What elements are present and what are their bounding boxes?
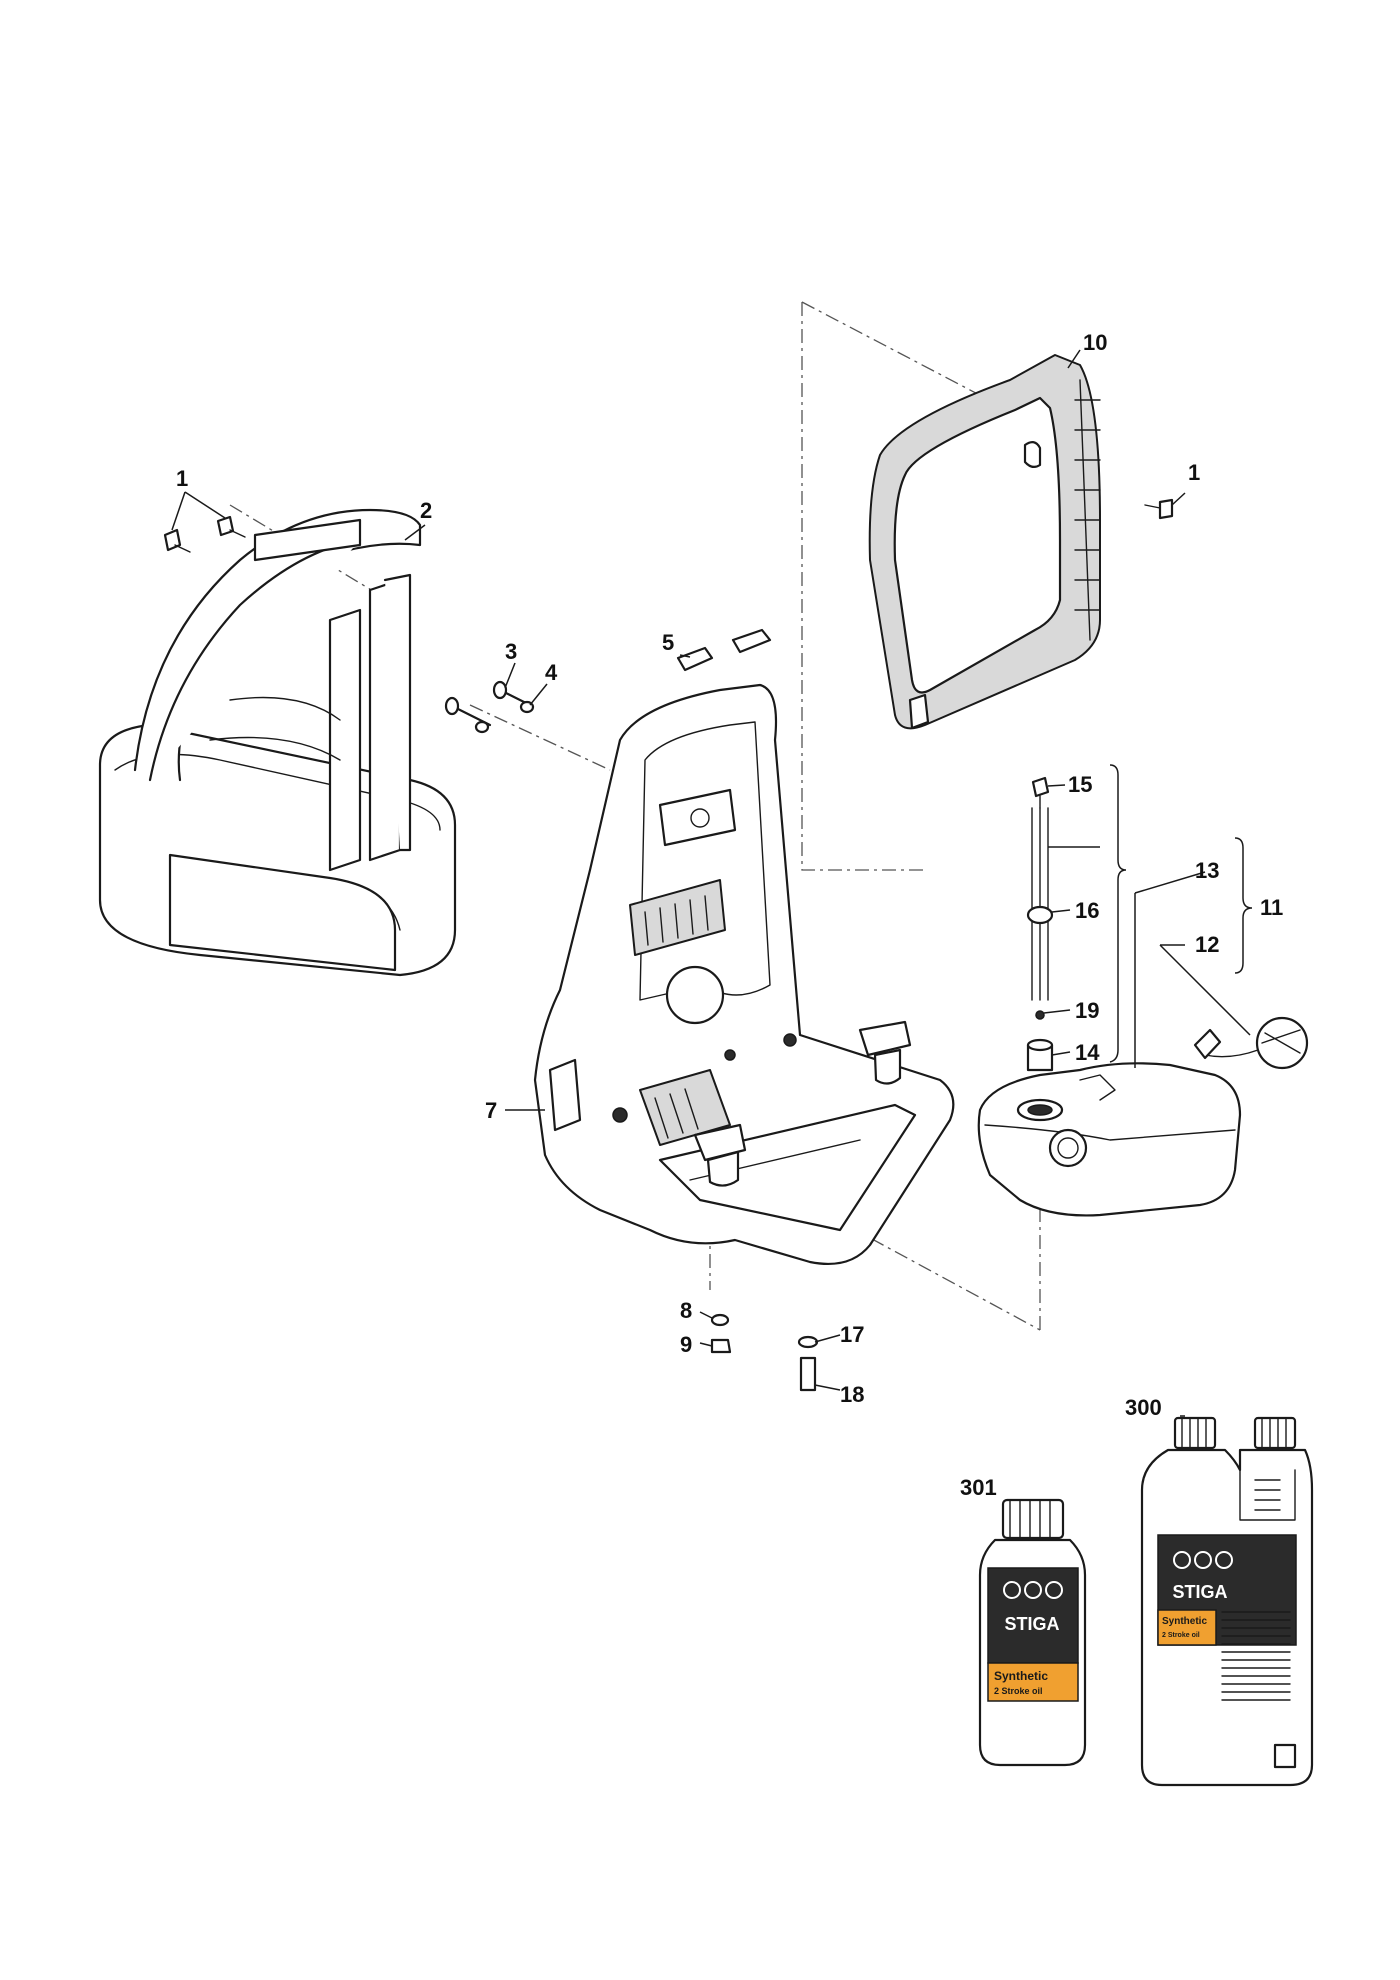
shoulder-harness <box>98 508 457 977</box>
callout-19: 19 <box>1075 998 1099 1023</box>
callout-9: 9 <box>680 1332 692 1357</box>
callout-300: 300 <box>1125 1395 1162 1420</box>
callout-5: 5 <box>662 630 674 655</box>
callout-18: 18 <box>840 1382 864 1407</box>
callout-13: 13 <box>1195 858 1219 883</box>
leader-lines <box>171 349 1251 1417</box>
callout-14: 14 <box>1075 1040 1100 1065</box>
hardware <box>163 498 1174 1392</box>
callout-1-right: 1 <box>1188 460 1200 485</box>
callout-15: 15 <box>1068 772 1092 797</box>
oil-bottle-large: STIGA Synthetic 2 Stroke oil <box>1140 1416 1314 1787</box>
small-bottle-brand: STIGA <box>1004 1614 1059 1634</box>
callout-2: 2 <box>420 498 432 523</box>
back-pad <box>868 354 1101 730</box>
callout-11: 11 <box>1260 895 1283 920</box>
callout-7: 7 <box>485 1098 497 1123</box>
callout-10: 10 <box>1083 330 1107 355</box>
fuel-cap <box>1193 1016 1309 1070</box>
callout-1-left: 1 <box>176 466 188 491</box>
callout-8: 8 <box>680 1298 692 1323</box>
small-bottle-line2: 2 Stroke oil <box>994 1686 1043 1696</box>
callout-12: 12 <box>1195 932 1219 957</box>
large-bottle-line2: 2 Stroke oil <box>1162 1632 1200 1639</box>
callout-17: 17 <box>840 1322 864 1347</box>
fuel-line-assembly <box>1026 776 1054 1072</box>
large-bottle-line1: Synthetic <box>1162 1616 1207 1627</box>
callout-16: 16 <box>1075 898 1099 923</box>
oil-bottle-small: STIGA Synthetic 2 Stroke oil <box>978 1498 1087 1767</box>
fuel-tank <box>977 1016 1309 1217</box>
callout-3: 3 <box>505 639 517 664</box>
callout-301: 301 <box>960 1475 997 1500</box>
callouts: 1 2 3 4 5 7 8 9 10 1 15 13 11 16 12 19 1… <box>176 330 1283 1500</box>
callout-4: 4 <box>545 660 558 685</box>
backpack-frame <box>533 683 955 1266</box>
grouping-braces <box>1109 764 1253 1063</box>
small-bottle-line1: Synthetic <box>994 1669 1048 1683</box>
large-bottle-brand: STIGA <box>1172 1582 1227 1602</box>
